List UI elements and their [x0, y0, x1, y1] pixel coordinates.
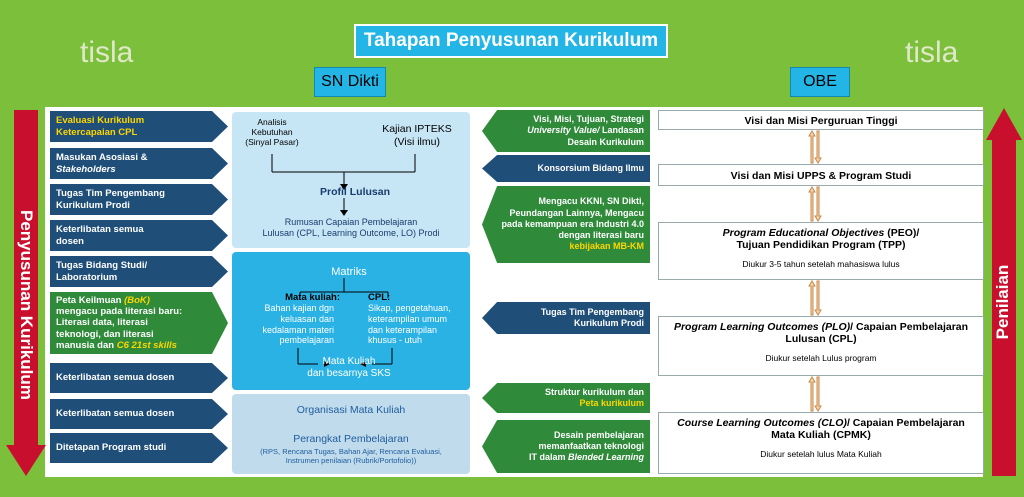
double-arrow-4: [808, 376, 822, 412]
mata-kuliah-sks: Mata Kuliah dan besarnya SKS: [307, 356, 391, 379]
flow-connectors: [271, 154, 416, 367]
kajian-ipteks: Kajian IPTEKS (Visi ilmu): [382, 123, 452, 148]
watermark-right: tisla: [905, 36, 959, 69]
right-step-3: Mengacu KKNI, SN Dikti, Peundangan Lainn…: [482, 186, 650, 263]
left-step-7: Keterlibatan semua dosen: [50, 363, 228, 393]
side-label-left: Penyusunan Kurikulum: [17, 210, 36, 400]
left-step-2: Masukan Asosiasi &Stakeholders: [50, 148, 228, 179]
perangkat-pembelajaran: Perangkat Pembelajaran: [293, 433, 409, 445]
left-step-8: Keterlibatan semua dosen: [50, 399, 228, 429]
matkul-text: Bahan kajian dgn keluasan dan kedalaman …: [262, 303, 334, 346]
header-sn-dikti: SN Dikti: [314, 67, 386, 97]
left-step-5: Tugas Bidang Studi/Laboratorium: [50, 256, 228, 287]
right-step-2: Konsorsium Bidang Ilmu: [482, 155, 650, 182]
matrix-panel: [232, 252, 470, 390]
obe-visi-upps: Visi dan Misi UPPS & Program Studi: [658, 164, 984, 186]
double-arrow-1: [808, 130, 822, 164]
obe-peo: Program Educational Objectives (PEO)/ Tu…: [658, 222, 984, 280]
right-step-6: Desain pembelajaran memanfaatkan teknolo…: [482, 420, 650, 473]
matriks: Matriks: [331, 266, 367, 278]
side-label-right: Penilaian: [993, 264, 1012, 340]
double-arrow-2: [808, 186, 822, 222]
analisis-kebutuhan: Analisis Kebutuhan (Sinyal Pasar): [245, 117, 299, 148]
page-title: Tahapan Penyusunan Kurikulum: [354, 24, 668, 58]
header-obe: OBE: [790, 67, 850, 97]
watermark-left: tisla: [80, 36, 134, 69]
down-arrow-bar: [6, 110, 46, 476]
double-arrow-3: [808, 280, 822, 316]
organization-panel: [232, 394, 470, 474]
obe-visi-pt: Visi dan Misi Perguruan Tinggi: [658, 110, 984, 130]
left-step-6: Peta Keilmuan (BoK) mengacu pada literas…: [50, 292, 228, 354]
matkul-title: Mata kuliah:: [285, 292, 340, 303]
perangkat-detail: (RPS, Rencana Tugas, Bahan Ajar, Rencana…: [260, 447, 442, 465]
up-arrow-bar: [986, 108, 1022, 476]
obe-clo: Course Learning Outcomes (CLO)/ Capaian …: [658, 412, 984, 474]
left-step-9: Ditetapan Program studi: [50, 433, 228, 463]
analysis-panel: [232, 112, 470, 248]
rumusan-cpl: Rumusan Capaian Pembelajaran Lulusan (CP…: [262, 217, 440, 238]
profil-lulusan: Profil Lulusan: [319, 186, 390, 198]
cpl-title: CPL:: [368, 292, 391, 303]
cpl-text: Sikap, pengetahuan, keterampilan umum da…: [368, 303, 451, 346]
right-step-4: Tugas Tim Pengembang Kurikulum Prodi: [482, 302, 650, 334]
organisasi-mata-kuliah: Organisasi Mata Kuliah: [296, 404, 406, 416]
obe-plo: Program Learning Outcomes (PLO)/ Capaian…: [658, 316, 984, 376]
